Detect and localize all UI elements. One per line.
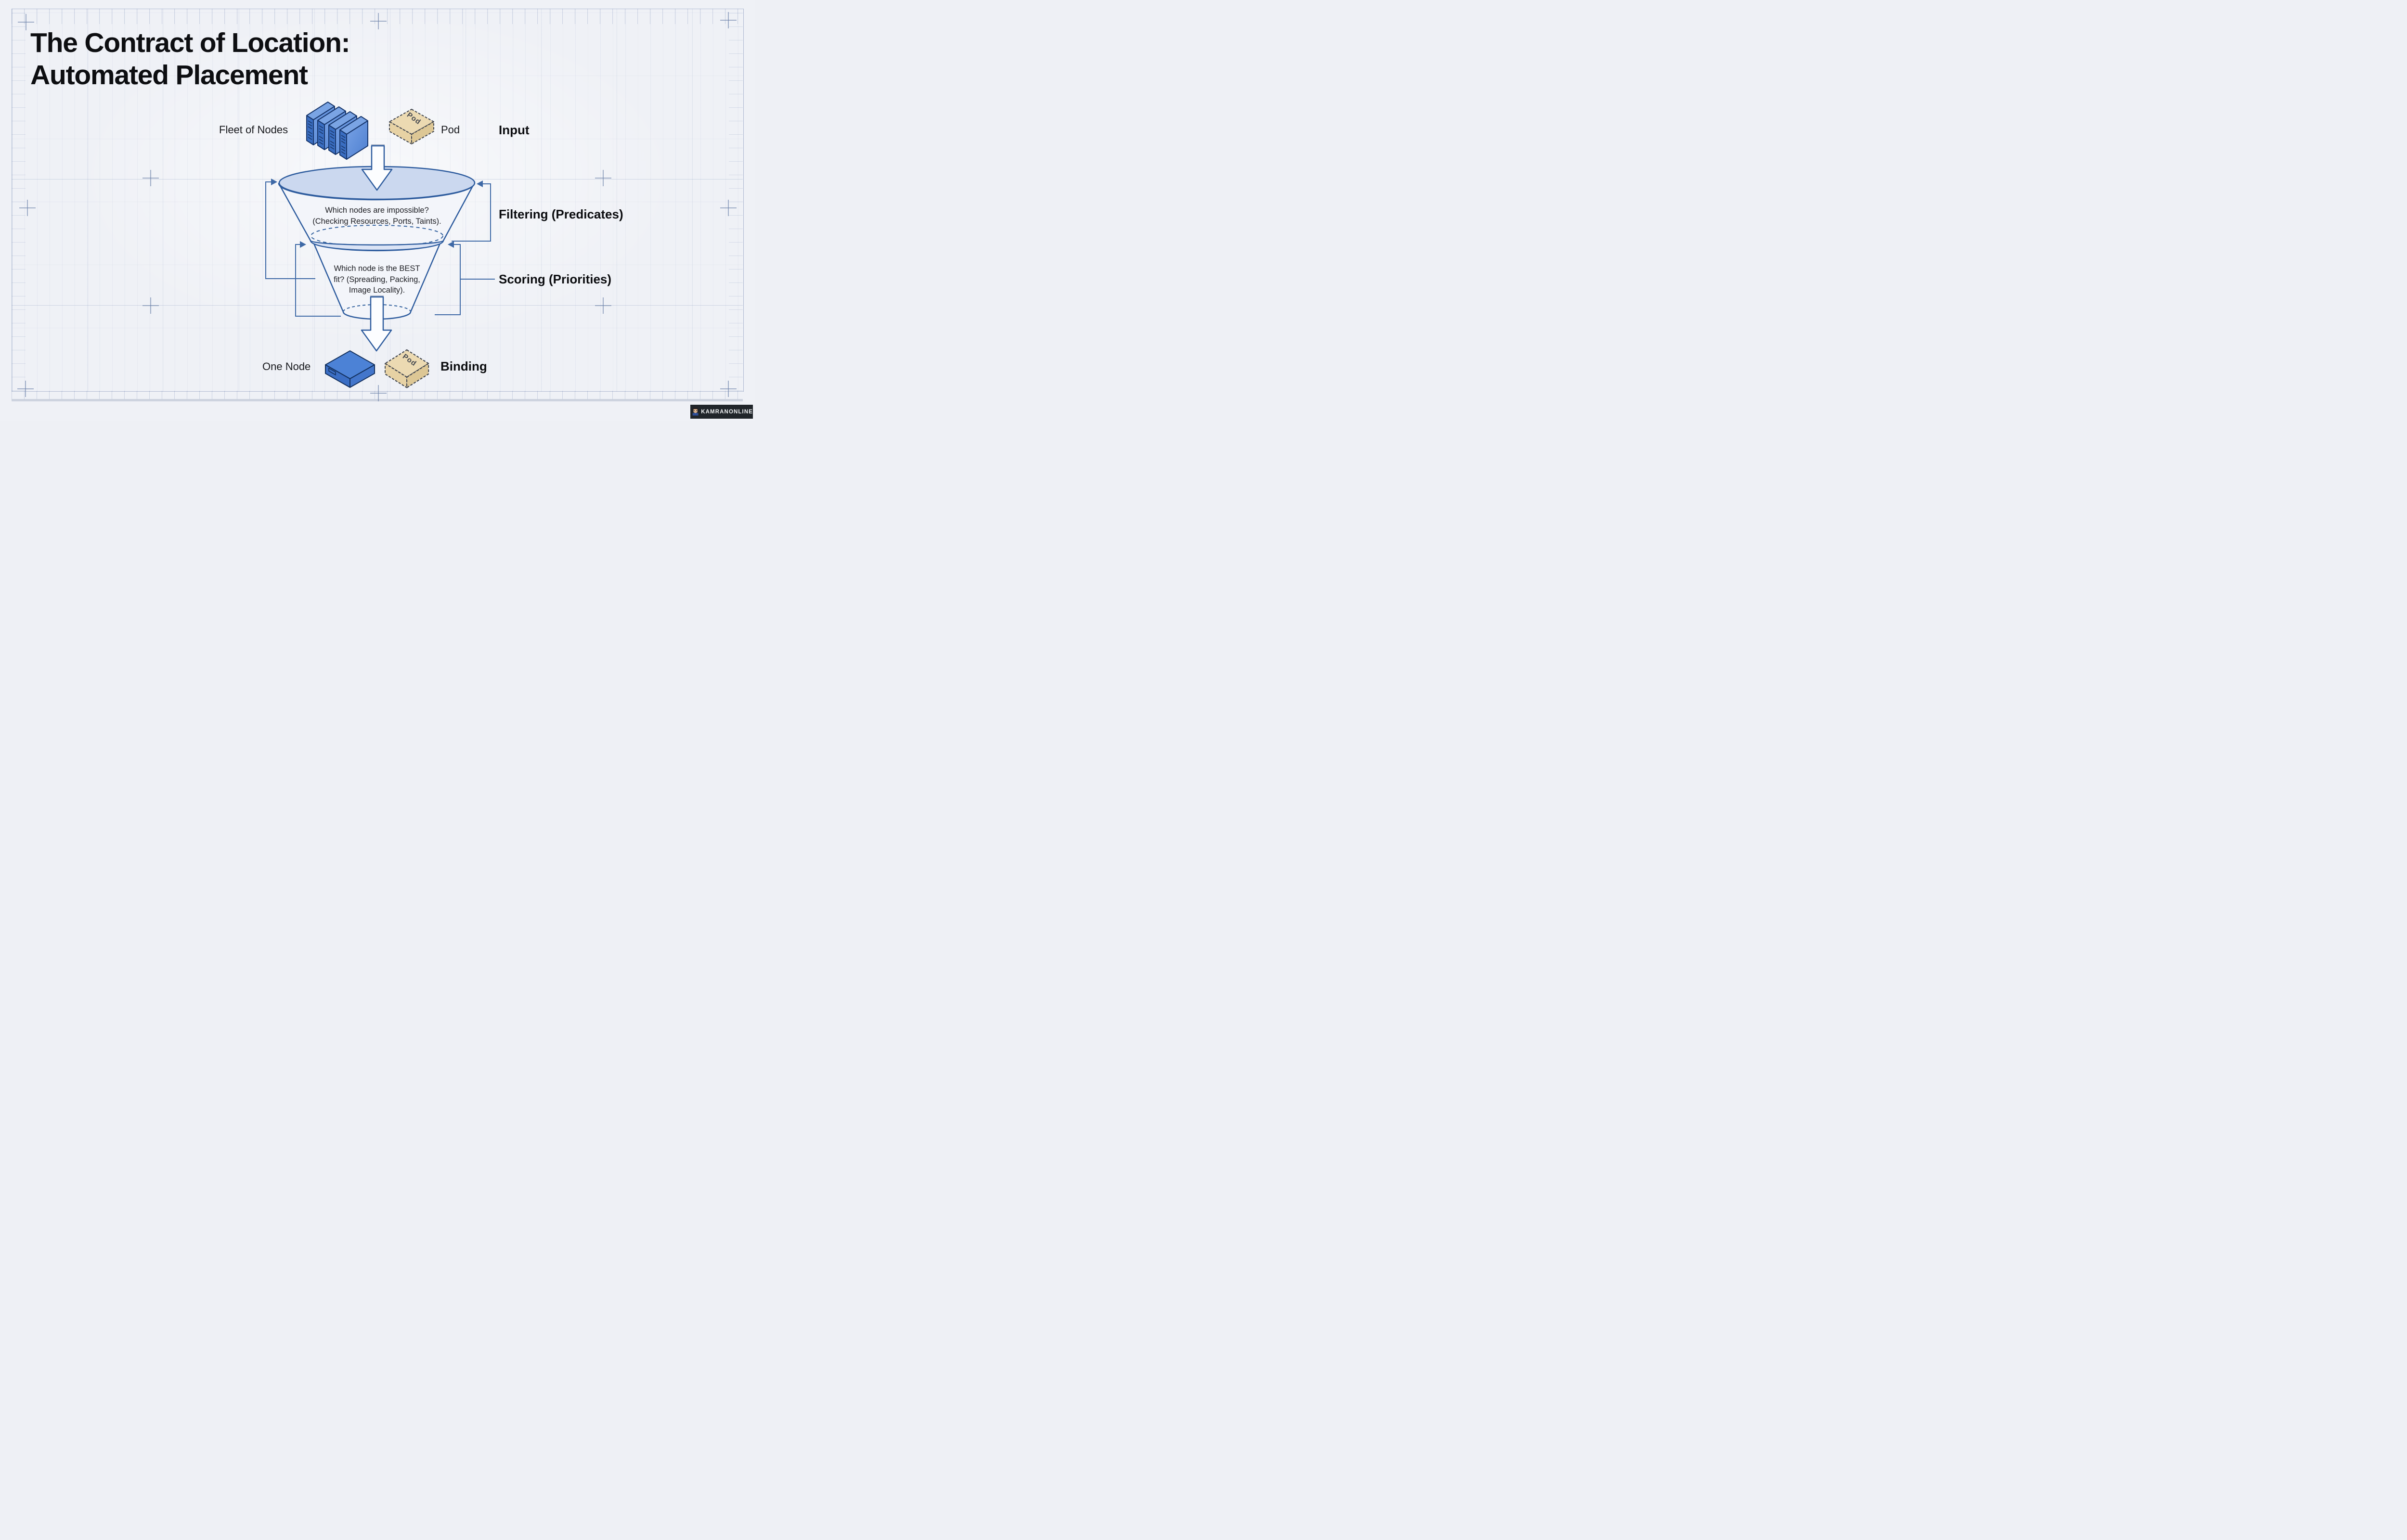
scoring-loop-bracket-left: [295, 244, 341, 317]
funnel-scoring-question-line2: fit? (Spreading, Packing,: [334, 275, 420, 284]
registration-mark: [142, 170, 159, 186]
watermark-text: KAMRANONLINE: [701, 409, 753, 415]
pod-label: Pod: [441, 124, 460, 136]
funnel-scoring-question: Which node is the BEST fit? (Spreading, …: [276, 263, 478, 296]
funnel-filtering-question-line2: (Checking Resources, Ports, Taints).: [312, 217, 441, 226]
funnel-scoring-question-line3: Image Locality).: [349, 286, 405, 295]
ruler-ticks-bottom: [12, 391, 743, 400]
funnel-bottom-dashed-rim: [343, 304, 411, 312]
registration-mark: [19, 200, 36, 216]
page-title-line2: Automated Placement: [30, 60, 308, 90]
scheduling-funnel-diagram: Pod Pod: [265, 102, 495, 388]
fleet-of-nodes-servers-icon: [306, 102, 368, 160]
binding-stage-label: Binding: [440, 359, 487, 373]
registration-mark: [720, 381, 737, 397]
pod-box-icon: Pod: [384, 349, 429, 388]
filtering-stage-label: Filtering (Predicates): [499, 207, 623, 221]
registration-mark: [370, 13, 387, 29]
scoring-stage-label: Scoring (Priorities): [499, 272, 612, 286]
registration-mark: [18, 14, 34, 30]
down-arrow-icon: [361, 145, 393, 191]
funnel: [278, 166, 476, 320]
filtering-loop-bracket-right: [452, 183, 491, 242]
bottom-edge-bar: [12, 399, 743, 401]
registration-mark: [142, 297, 159, 314]
arrowhead-icon: [477, 180, 483, 187]
pod-box-icon: Pod: [389, 109, 434, 144]
avatar: [692, 408, 699, 416]
page-title: The Contract of Location: Automated Plac…: [30, 27, 350, 91]
one-node-box-icon: [325, 350, 375, 388]
watermark-badge: KAMRANONLINE: [690, 405, 753, 419]
registration-mark: [17, 381, 34, 397]
funnel-band-lower-rim: [312, 243, 442, 251]
ruler-ticks-left: [12, 9, 26, 391]
scoring-loop-bracket-right: [435, 244, 495, 315]
registration-mark: [370, 385, 387, 401]
registration-mark: [720, 200, 737, 216]
input-stage-label: Input: [499, 123, 530, 137]
registration-mark: [595, 170, 611, 186]
arrowhead-icon: [271, 179, 277, 185]
filtering-loop-bracket-left: [265, 181, 315, 279]
funnel-scoring-question-line1: Which node is the BEST: [334, 264, 420, 273]
funnel-dashed-level: [311, 225, 443, 247]
slide-canvas: Pod Pod The Contract of Location: Automa…: [0, 0, 755, 421]
ruler-ticks-right: [729, 9, 743, 391]
down-arrow-icon: [361, 296, 392, 352]
funnel-filtering-question-line1: Which nodes are impossible?: [325, 206, 429, 215]
registration-mark: [720, 12, 737, 28]
one-node-label: One Node: [262, 360, 311, 372]
node-vent-detail: [328, 367, 336, 376]
funnel-filtering-question: Which nodes are impossible? (Checking Re…: [276, 205, 478, 227]
registration-mark: [595, 297, 611, 314]
arrowhead-icon: [300, 241, 306, 248]
page-title-line1: The Contract of Location:: [30, 27, 350, 58]
fleet-of-nodes-label: Fleet of Nodes: [219, 124, 288, 136]
arrowhead-icon: [448, 241, 454, 248]
